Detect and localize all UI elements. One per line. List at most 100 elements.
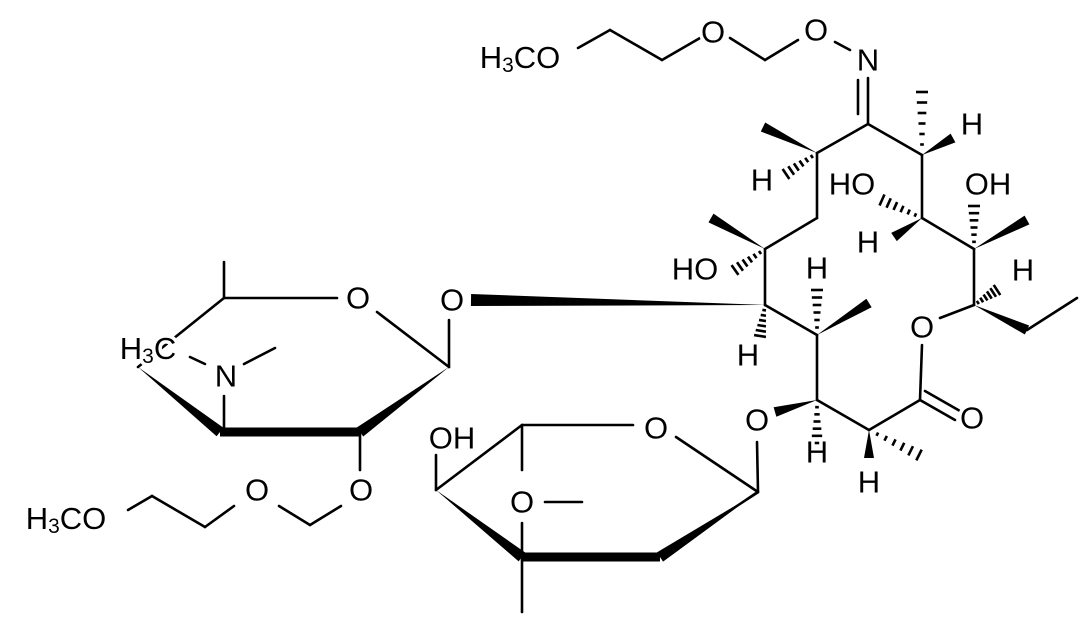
hash-stroke: [755, 328, 767, 333]
hash-stroke: [809, 154, 814, 159]
single-bond: [576, 28, 612, 50]
label-methoxy-o: O: [510, 485, 534, 520]
hash-stroke: [753, 333, 767, 339]
hash-stroke: [985, 290, 993, 300]
label-h: H: [806, 251, 828, 286]
hash-stroke: [758, 318, 767, 323]
hash-stroke: [741, 258, 749, 268]
hash-stroke: [792, 162, 800, 172]
hash-stroke: [989, 287, 998, 298]
single-bond: [277, 504, 312, 527]
label-glycosidic-o: O: [440, 283, 464, 318]
hashed-wedge-bond: [968, 204, 980, 244]
hash-stroke: [757, 250, 763, 255]
wedge-bond: [773, 400, 817, 417]
wedge-bond: [708, 213, 765, 249]
hash-stroke: [787, 165, 796, 176]
hash-stroke: [979, 297, 985, 303]
hash-stroke: [885, 197, 892, 209]
label-oxime-n: N: [857, 43, 879, 78]
wedge-bond: [922, 133, 956, 155]
label-ring-o: O: [644, 411, 668, 446]
label-ho: HO: [829, 167, 876, 202]
single-bond: [815, 398, 871, 432]
single-bond: [833, 40, 852, 52]
label-ether-o: O: [245, 473, 269, 508]
label-h: H: [737, 338, 759, 373]
label-lactone-o: O: [910, 310, 934, 345]
hash-stroke: [899, 205, 905, 213]
label-amine-n: N: [215, 359, 237, 394]
wedge-bond: [470, 294, 765, 306]
wedge-bond: [891, 218, 922, 242]
hash-stroke: [899, 442, 906, 452]
single-bond: [923, 389, 962, 413]
hashed-wedge-bond: [878, 193, 918, 218]
wedge-bond: [656, 492, 758, 562]
hashed-wedge-bond: [975, 284, 1002, 305]
hash-stroke: [752, 253, 758, 259]
label-h3co-bottom: H3CO: [26, 501, 107, 538]
single-bond: [867, 398, 922, 432]
hash-stroke: [730, 264, 740, 276]
label-glycosidic-o: O: [745, 403, 769, 438]
hash-stroke: [878, 193, 886, 207]
label-ether-o: O: [349, 473, 373, 508]
label-oh: OH: [965, 167, 1012, 202]
label-h: H: [961, 107, 983, 142]
label-h3co-top: H3CO: [480, 40, 561, 77]
single-bond: [242, 346, 277, 366]
label-carbonyl-o: O: [960, 401, 984, 436]
hash-stroke: [781, 168, 791, 180]
hashed-wedge-bond: [811, 288, 823, 329]
hashed-wedge-bond: [875, 431, 923, 461]
single-bond: [308, 504, 343, 527]
wedge-bond: [817, 298, 872, 335]
single-bond: [203, 504, 236, 529]
hash-stroke: [891, 438, 897, 447]
hash-stroke: [992, 284, 1002, 296]
hash-stroke: [915, 449, 923, 461]
single-bond: [866, 122, 924, 157]
single-bond: [918, 398, 957, 422]
single-bond: [126, 494, 154, 512]
label-h: H: [1012, 253, 1034, 288]
label-h3c: H3C: [120, 331, 176, 368]
label-h: H: [857, 225, 879, 260]
label-ho: HO: [672, 252, 719, 287]
single-bond: [188, 355, 207, 366]
hash-stroke: [757, 323, 767, 328]
wedge-bond: [436, 490, 526, 562]
single-bond: [608, 28, 664, 62]
hash-stroke: [907, 445, 915, 457]
single-bond: [815, 122, 870, 155]
bonds: [126, 28, 1079, 614]
label-ring-o: O: [346, 281, 370, 316]
label-h: H: [751, 163, 773, 198]
label-h: H: [858, 465, 880, 500]
single-bond: [938, 303, 976, 320]
label-h: H: [806, 435, 828, 470]
single-bond: [1025, 296, 1079, 332]
single-bond: [674, 435, 760, 494]
hash-stroke: [913, 212, 918, 218]
hash-stroke: [906, 209, 911, 215]
atom-labels: H3CO O O N H HO H H OH HO H H H H H O O …: [22, 9, 1037, 541]
wedge-bond: [974, 305, 1030, 335]
hashed-wedge-bond: [730, 250, 763, 276]
hash-stroke: [746, 255, 754, 264]
label-ether-o1: O: [701, 15, 725, 50]
hashed-wedge-bond: [916, 90, 928, 146]
hashed-wedge-bond: [781, 154, 814, 180]
hash-stroke: [804, 157, 810, 163]
single-bond: [918, 343, 924, 402]
hash-stroke: [762, 308, 767, 312]
wedge-bond: [974, 215, 1030, 249]
wedge-bond: [356, 367, 449, 437]
single-bond: [763, 38, 800, 62]
single-bond: [763, 216, 819, 251]
single-bond: [375, 310, 451, 369]
hash-stroke: [760, 313, 767, 318]
